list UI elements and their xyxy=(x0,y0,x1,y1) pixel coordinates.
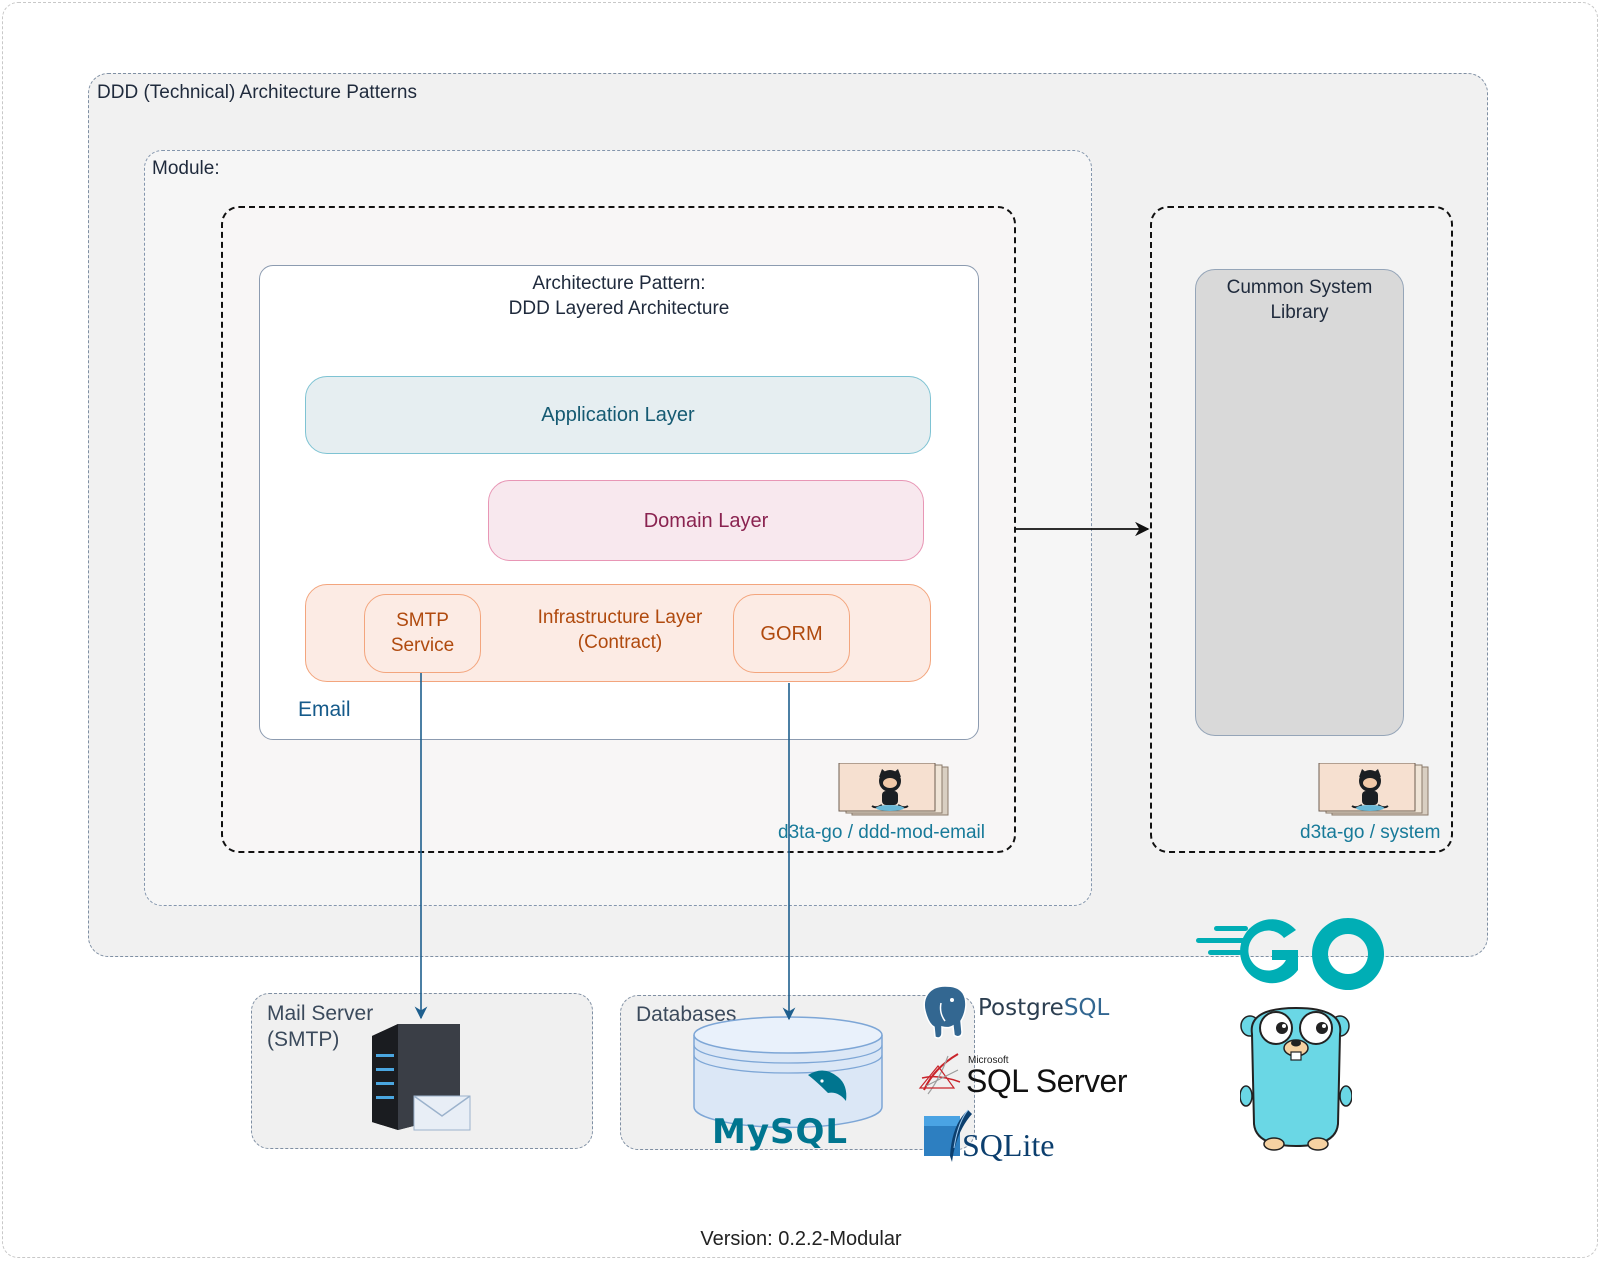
sqlserver-wordmark: SQL Server xyxy=(966,1063,1127,1099)
infrastructure-layer-title: Infrastructure Layer (Contract) xyxy=(500,606,740,655)
gopher-mascot-icon xyxy=(1240,1006,1352,1151)
envelope-icon xyxy=(413,1095,471,1131)
common-system-library-box xyxy=(1195,269,1404,736)
mysql-logo: MySQL xyxy=(712,1112,849,1152)
mail-server-line1: Mail Server xyxy=(267,1002,374,1025)
common-lib-line1: Cummon System xyxy=(1226,277,1373,298)
architecture-title-line1: Architecture Pattern: xyxy=(532,273,706,294)
repo-system-link[interactable]: d3ta-go / system xyxy=(1300,822,1441,843)
smtp-label-line2: Service xyxy=(390,634,455,656)
common-system-library-title: Cummon System Library xyxy=(1195,276,1404,325)
go-logo-icon xyxy=(1196,918,1385,990)
sqlserver-vendor: Microsoft xyxy=(968,1055,1009,1066)
postgresql-suffix: SQL xyxy=(1063,995,1110,1021)
application-layer: Application Layer xyxy=(305,376,931,454)
repo-email-link[interactable]: d3ta-go / ddd-mod-email xyxy=(778,822,985,843)
mail-server-title: Mail Server (SMTP) xyxy=(267,1001,407,1054)
domain-layer: Domain Layer xyxy=(488,480,924,561)
postgresql-prefix: Postgre xyxy=(978,995,1064,1021)
database-cylinder-icon xyxy=(693,1016,883,1129)
github-octocat-icon xyxy=(1318,763,1429,816)
postgresql-wordmark: PostgreSQL xyxy=(978,995,1109,1021)
sqlite-wordmark: SQLite xyxy=(962,1127,1055,1163)
infrastructure-title-line1: Infrastructure Layer xyxy=(537,607,703,628)
server-icon xyxy=(372,1024,471,1131)
architecture-title-line2: DDD Layered Architecture xyxy=(508,297,730,319)
module-title: Module: xyxy=(152,158,220,179)
databases-title: Databases xyxy=(636,1003,737,1026)
sqlserver-icon xyxy=(918,1053,961,1095)
version-label: Version: 0.2.2-Modular xyxy=(700,1228,902,1250)
module-name-label: Email xyxy=(298,698,351,721)
go-logo-text: GO xyxy=(1260,920,1262,921)
architecture-pattern-title: Architecture Pattern: DDD Layered Archit… xyxy=(259,272,979,321)
ddd-patterns-title: DDD (Technical) Architecture Patterns xyxy=(97,82,417,103)
infrastructure-title-line2: (Contract) xyxy=(577,631,663,653)
common-lib-line2: Library xyxy=(1270,301,1329,323)
sqlite-feather-icon xyxy=(924,1109,972,1162)
smtp-service-box: SMTP Service xyxy=(364,594,481,673)
smtp-label-line1: SMTP xyxy=(396,609,449,631)
github-octocat-icon xyxy=(838,763,949,816)
mail-server-line2: (SMTP) xyxy=(267,1028,340,1052)
gorm-box: GORM xyxy=(733,594,850,673)
postgresql-elephant-icon xyxy=(923,985,967,1039)
